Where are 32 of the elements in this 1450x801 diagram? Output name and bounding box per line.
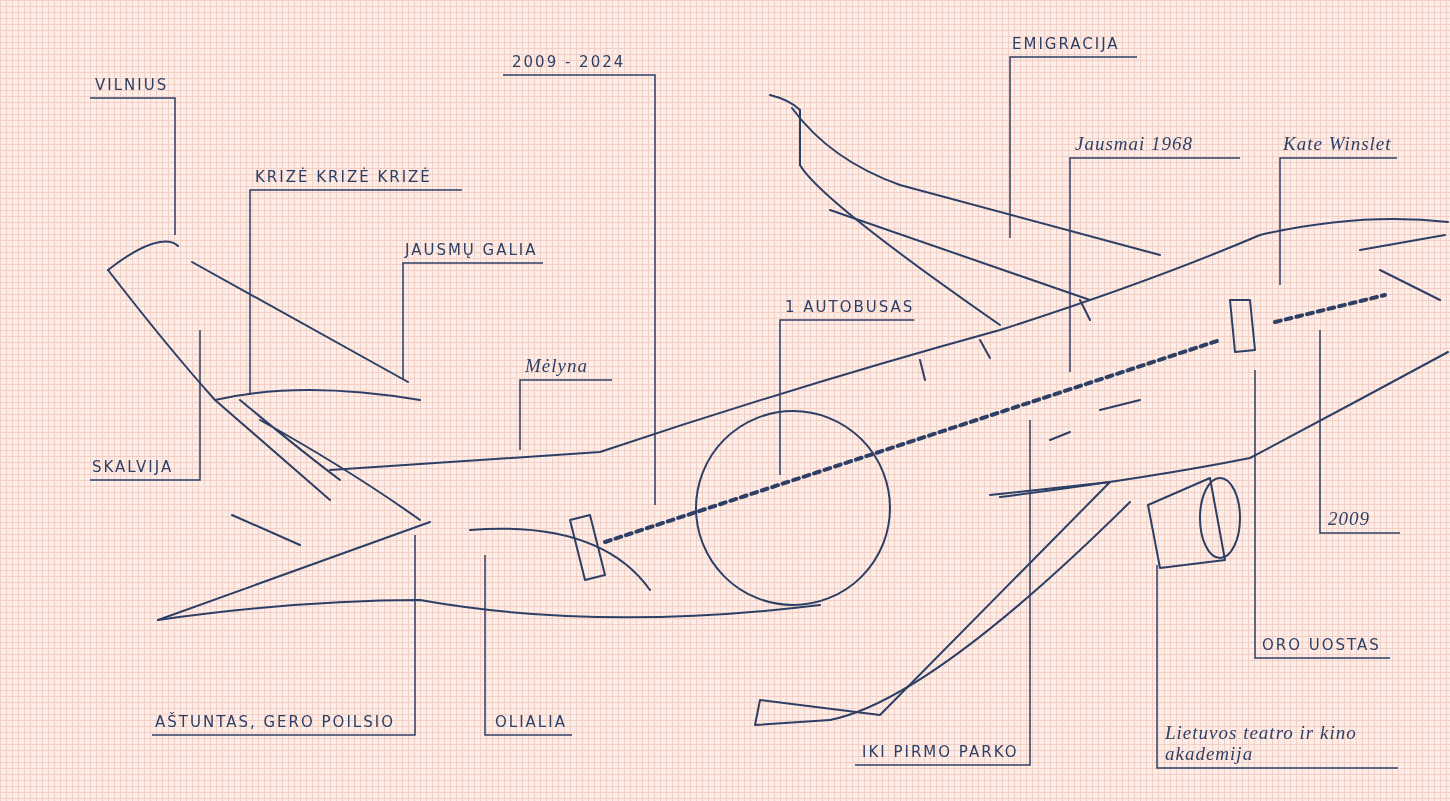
leader-line bbox=[1069, 157, 1241, 373]
callout-label: Lietuvos teatro ir kino akademija bbox=[1165, 722, 1375, 768]
leader-line bbox=[1009, 56, 1138, 239]
leader-line bbox=[502, 74, 656, 506]
callout-label: EMIGRACIJA bbox=[1012, 35, 1120, 57]
callout-label: IKI PIRMO PARKO bbox=[862, 743, 1019, 765]
callout-label: JAUSMŲ GALIA bbox=[405, 241, 538, 263]
leader-line bbox=[1319, 329, 1401, 534]
leader-line bbox=[402, 262, 544, 381]
leader-line bbox=[779, 319, 916, 476]
callout-label: 1 AUTOBUSAS bbox=[785, 298, 915, 320]
callout-label: KRIZĖ KRIZĖ KRIZĖ bbox=[255, 168, 432, 190]
callout-label: 2009 bbox=[1328, 508, 1370, 533]
leader-line bbox=[1254, 369, 1391, 659]
leader-line bbox=[89, 97, 176, 236]
callout-label: SKALVIJA bbox=[92, 458, 174, 480]
callout-label: Jausmai 1968 bbox=[1075, 133, 1194, 158]
callout-label: VILNIUS bbox=[95, 76, 169, 98]
leader-line bbox=[249, 189, 463, 396]
leader-line bbox=[854, 419, 1031, 766]
callout-label: ORO UOSTAS bbox=[1262, 636, 1381, 658]
leader-line bbox=[1279, 157, 1398, 286]
leader-line bbox=[151, 534, 416, 736]
callout-label: Mėlyna bbox=[525, 355, 588, 380]
callout-label: 2009 - 2024 bbox=[512, 53, 626, 75]
leader-line bbox=[89, 329, 201, 481]
leader-line bbox=[1156, 564, 1399, 769]
callout-label: Kate Winslet bbox=[1283, 133, 1392, 158]
leader-line bbox=[484, 554, 573, 736]
callout-label: AŠTUNTAS, GERO POILSIO bbox=[155, 713, 395, 735]
callout-label: OLIALIA bbox=[495, 713, 567, 735]
leader-line bbox=[519, 379, 613, 451]
